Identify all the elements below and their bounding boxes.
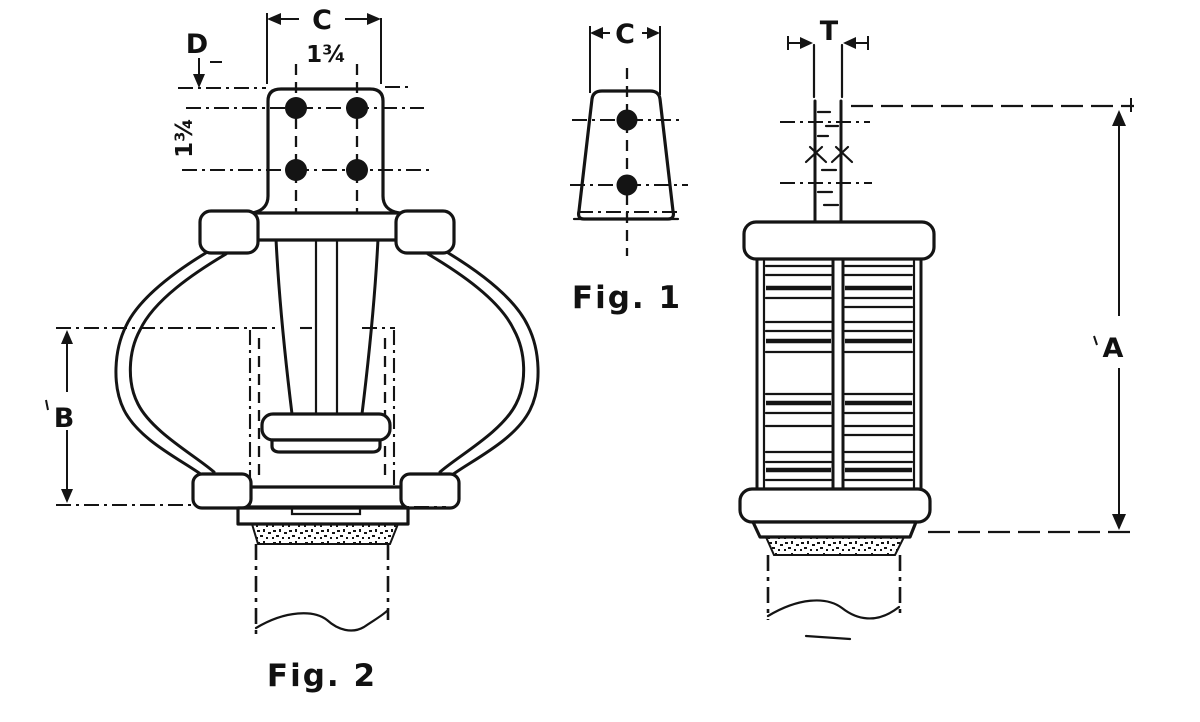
stack-label-a: A bbox=[1103, 333, 1124, 364]
fig2-right-arm bbox=[426, 246, 540, 480]
fig2-label-d: D bbox=[186, 29, 208, 60]
fig2-label-c: C bbox=[312, 5, 332, 36]
fig2-assembly: C 1¾ D 1¾ B Fig. 2 bbox=[45, 5, 540, 694]
stack-dim-a: A bbox=[851, 98, 1138, 534]
fig2-dim-d: D bbox=[178, 29, 412, 90]
fig2-dim-c: C bbox=[266, 5, 382, 84]
fig2-hidden-socket-lines bbox=[248, 326, 396, 486]
fig2-left-arm bbox=[114, 246, 228, 480]
fig2-label-b: B bbox=[54, 403, 75, 434]
fig2-lower-cap-left bbox=[191, 472, 253, 510]
fig2-center-column bbox=[274, 237, 380, 416]
fig1-bolt-holes bbox=[616, 109, 638, 196]
fig2-dim-b: B bbox=[45, 326, 278, 507]
fig2-top-cap-right bbox=[394, 209, 456, 255]
fig2-top-bracket bbox=[250, 87, 401, 216]
fig2-top-crossbar bbox=[246, 211, 408, 242]
stack-bands-left bbox=[764, 264, 833, 482]
fig1-end-view: C Fig. 1 bbox=[570, 19, 688, 316]
fig2-caption: Fig. 2 bbox=[267, 658, 377, 694]
fig1-label-c: C bbox=[615, 19, 635, 50]
fig1-caption: Fig. 1 bbox=[572, 280, 682, 316]
fig2-top-cap-left bbox=[198, 209, 260, 255]
stack-collar bbox=[751, 520, 918, 539]
stack-label-t: T bbox=[820, 16, 839, 47]
fig2-bolt-holes bbox=[285, 97, 368, 181]
fig1-dim-c: C bbox=[589, 19, 661, 95]
fig2-label-bolt-spacing-h: 1¾ bbox=[306, 42, 346, 68]
fig2-column-foot bbox=[260, 412, 392, 454]
fig2-lower-crossbar bbox=[245, 485, 411, 509]
stack-body bbox=[755, 257, 923, 491]
fig2-label-bolt-spacing-v: 1¾ bbox=[172, 118, 198, 158]
fig2-lower-cap-right bbox=[399, 472, 461, 510]
fig2-gasket-stipple bbox=[250, 523, 400, 545]
fig2-base-flange bbox=[236, 506, 410, 526]
stack-gasket-stipple bbox=[764, 536, 906, 556]
stack-dim-t: T bbox=[787, 16, 869, 50]
stack-pole bbox=[766, 555, 902, 641]
stack-stud bbox=[780, 43, 872, 224]
stack-top-cap bbox=[742, 220, 936, 261]
stack-bottom-cap bbox=[738, 487, 932, 524]
stack-bands-right bbox=[843, 264, 914, 482]
fig2-pole bbox=[254, 544, 390, 636]
stack-side-view: T bbox=[738, 16, 1138, 641]
